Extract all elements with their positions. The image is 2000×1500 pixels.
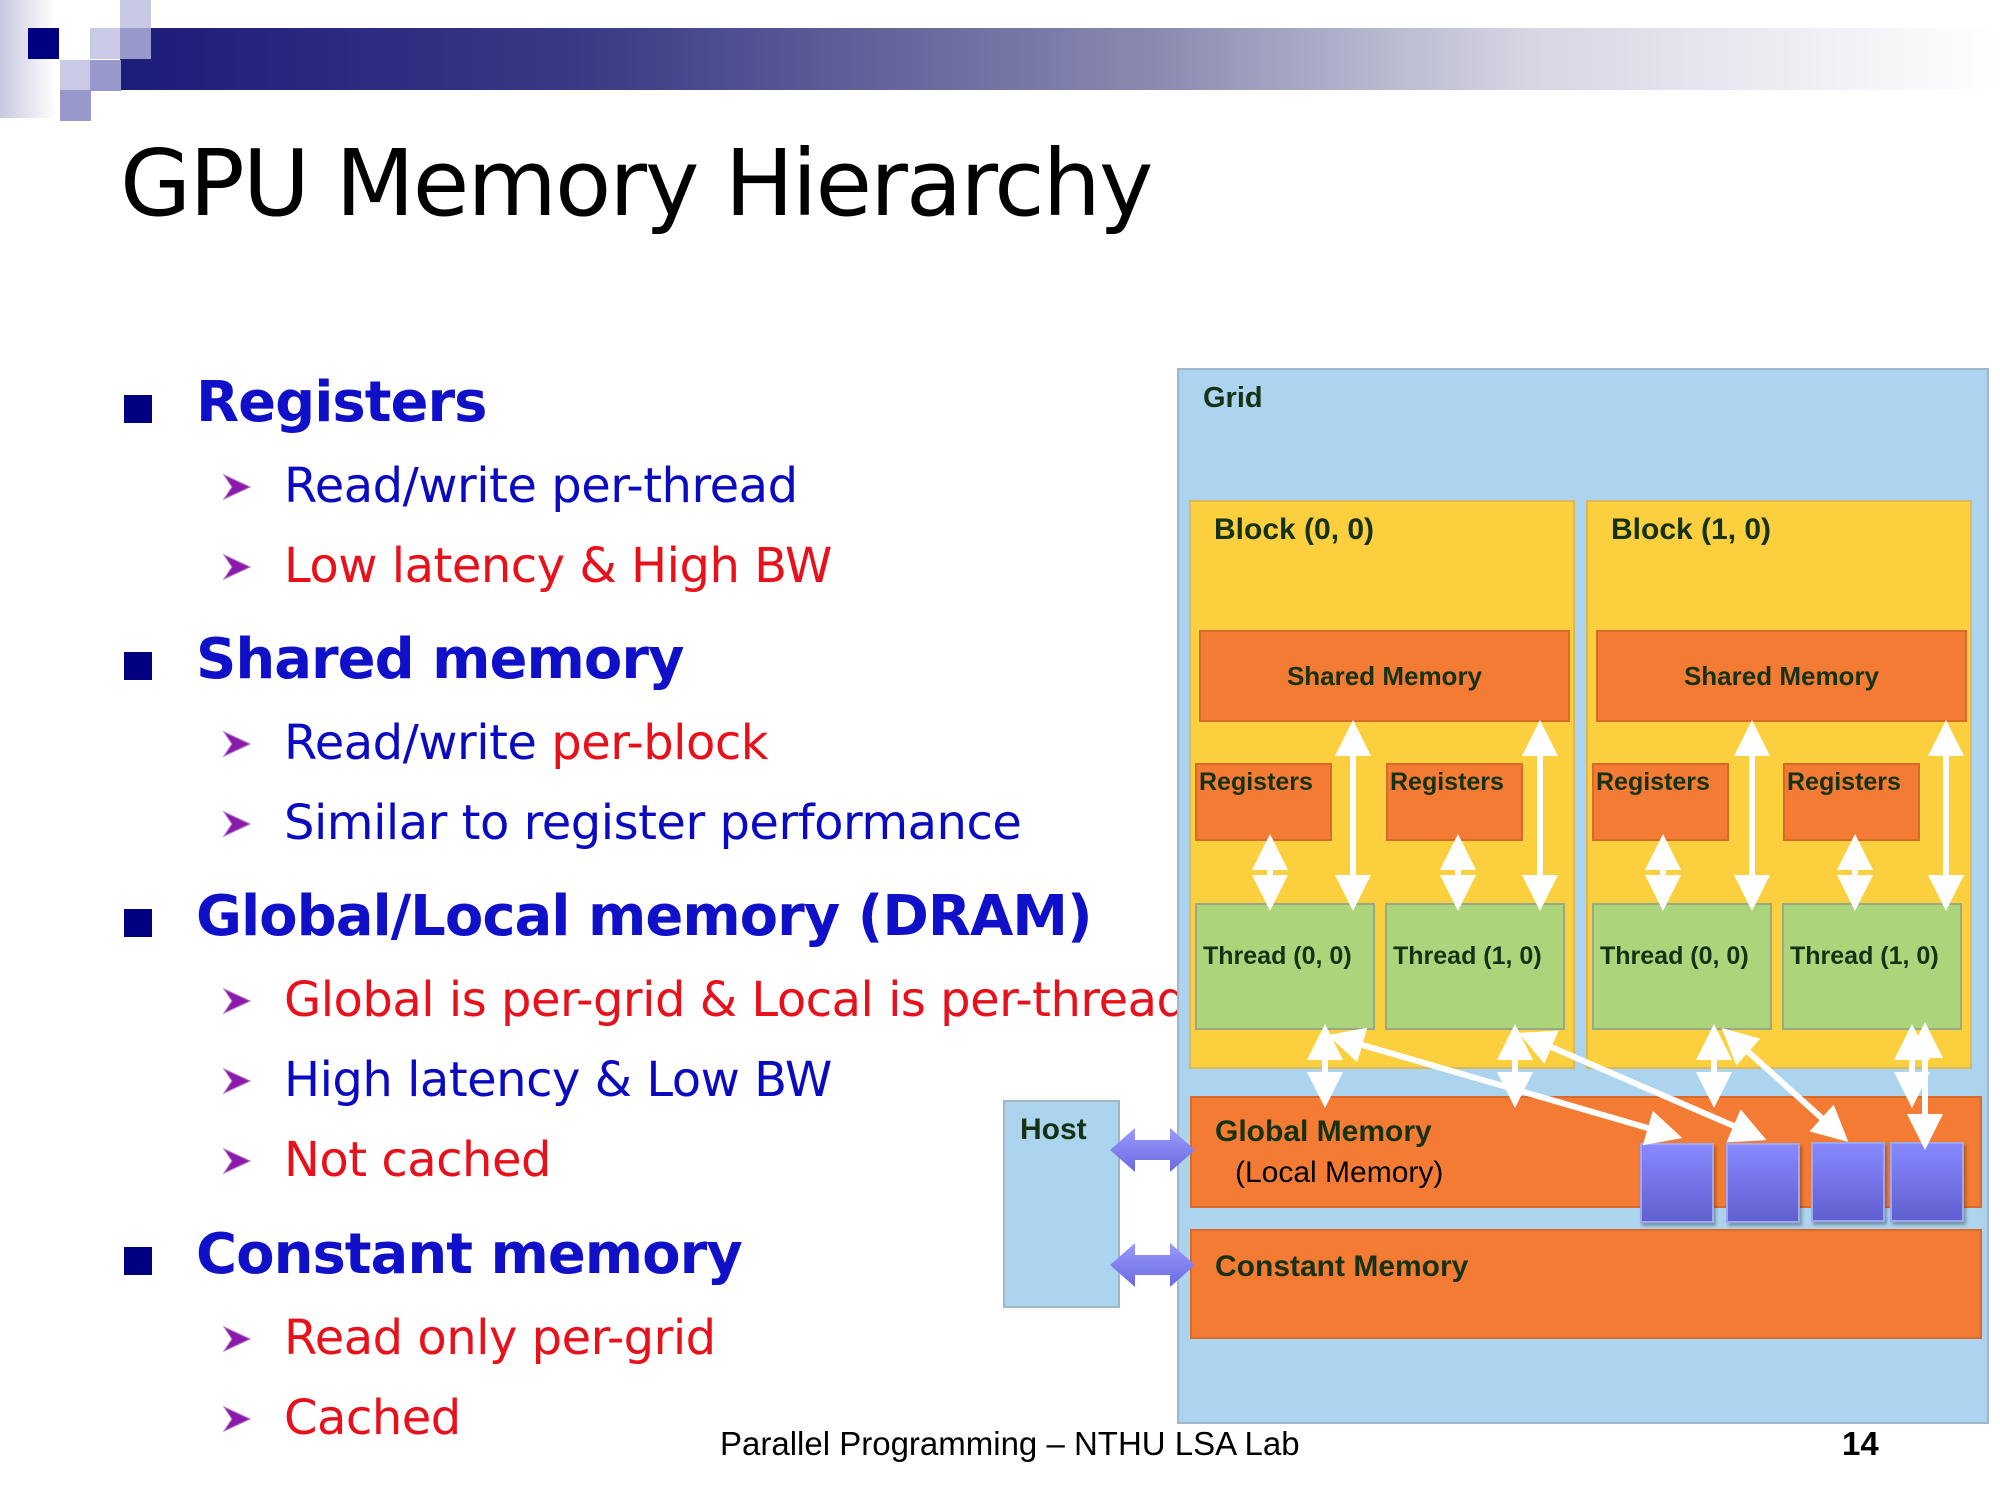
- text-segment: Cached: [284, 1390, 461, 1446]
- host-box: [1003, 1100, 1120, 1308]
- local-memory-cell: [1811, 1142, 1885, 1222]
- block-label: Block (1, 0): [1611, 513, 1772, 546]
- header-fade-strip: [0, 0, 56, 118]
- sub-bullet-text: Read/write per-block: [284, 715, 769, 771]
- thread-label: Thread (1, 0): [1393, 942, 1542, 970]
- sub-bullet-arrow-icon: [222, 809, 252, 843]
- shared-memory: Shared Memory: [1199, 630, 1570, 722]
- shared-memory: Shared Memory: [1596, 630, 1967, 722]
- thread-box: [1592, 903, 1772, 1030]
- text-segment: Not cached: [284, 1132, 551, 1188]
- text-segment: High latency & Low BW: [284, 1052, 832, 1108]
- thread-label: Thread (1, 0): [1790, 942, 1939, 970]
- local-memory-cell: [1726, 1143, 1800, 1223]
- local-memory-cell: [1640, 1143, 1714, 1223]
- thread-local-arrow: [1327, 1027, 1683, 1146]
- text-segment: Global is per-grid & Local is per-thread: [284, 972, 1187, 1028]
- constant-memory-label: Constant Memory: [1215, 1250, 1469, 1283]
- local-memory-label: (Local Memory): [1235, 1156, 1444, 1189]
- registers-box: [1195, 763, 1332, 841]
- bullet-square-icon: [124, 1247, 152, 1275]
- sub-bullet-text: Cached: [284, 1390, 461, 1446]
- grid-label: Grid: [1203, 382, 1263, 414]
- thread-box: [1782, 903, 1962, 1030]
- header-gradient-band: [120, 28, 2000, 90]
- sub-bullet-text: Read only per-grid: [284, 1310, 716, 1366]
- block-label: Block (0, 0): [1214, 513, 1375, 546]
- shared-memory-label: Shared Memory: [1683, 660, 1880, 691]
- registers-label: Registers: [1390, 768, 1504, 796]
- sub-bullet-arrow-icon: [222, 986, 252, 1020]
- text-segment: Read/write: [284, 715, 552, 771]
- shared-memory-label: Shared Memory: [1286, 660, 1483, 691]
- sub-bullet-arrow-icon: [222, 1324, 252, 1358]
- thread-box: [1385, 903, 1565, 1030]
- slide-title: GPU Memory Hierarchy: [120, 130, 1153, 237]
- text-segment: Similar to register performance: [284, 795, 1022, 851]
- text-segment: Read/write per-thread: [284, 458, 798, 514]
- local-memory-cell: [1890, 1142, 1964, 1222]
- constant-memory: [1190, 1229, 1982, 1339]
- sub-bullet-arrow-icon: [222, 1066, 252, 1100]
- thread-label: Thread (0, 0): [1203, 942, 1352, 970]
- thread-label: Thread (0, 0): [1600, 942, 1749, 970]
- text-segment: Read only per-grid: [284, 1310, 716, 1366]
- sub-bullet-arrow-icon: [222, 1146, 252, 1180]
- registers-label: Registers: [1787, 768, 1901, 796]
- text-segment: Low latency & High BW: [284, 538, 832, 594]
- bullet-heading: Constant memory: [196, 1222, 743, 1287]
- host-constant-arrow-icon: [1110, 1243, 1195, 1287]
- sub-bullet-arrow-icon: [222, 472, 252, 506]
- registers-label: Registers: [1199, 768, 1313, 796]
- registers-box: [1592, 763, 1729, 841]
- bullet-square-icon: [124, 909, 152, 937]
- sub-bullet-text: Not cached: [284, 1132, 551, 1188]
- bullet-heading: Registers: [196, 370, 487, 435]
- sub-bullet-arrow-icon: [222, 1404, 252, 1438]
- sub-bullet-text: Low latency & High BW: [284, 538, 832, 594]
- sub-bullet-text: Similar to register performance: [284, 795, 1022, 851]
- sub-bullet-text: Read/write per-thread: [284, 458, 798, 514]
- sub-bullet-arrow-icon: [222, 729, 252, 763]
- sub-bullet-arrow-icon: [222, 552, 252, 586]
- sub-bullet-text: Global is per-grid & Local is per-thread: [284, 972, 1187, 1028]
- text-segment: per-block: [551, 715, 769, 771]
- bullet-square-icon: [124, 652, 152, 680]
- bullet-square-icon: [124, 395, 152, 423]
- page-number: 14: [1842, 1425, 1879, 1462]
- host-label: Host: [1020, 1113, 1087, 1146]
- thread-local-arrow: [1721, 1027, 1849, 1143]
- sub-bullet-text: High latency & Low BW: [284, 1052, 832, 1108]
- host-global-arrow-icon: [1110, 1128, 1195, 1172]
- footer-text: Parallel Programming – NTHU LSA Lab: [720, 1425, 1300, 1462]
- registers-label: Registers: [1596, 768, 1710, 796]
- thread-local-arrow: [1518, 1030, 1767, 1143]
- bullet-heading: Global/Local memory (DRAM): [196, 884, 1093, 949]
- bullet-heading: Shared memory: [196, 627, 684, 692]
